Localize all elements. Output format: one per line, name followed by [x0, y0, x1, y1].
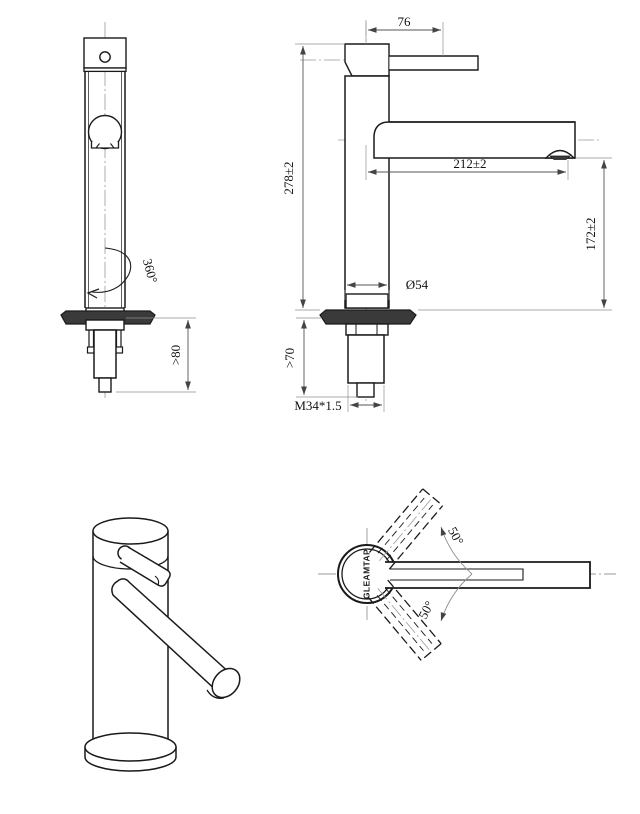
angle-arc-lower-50 — [440, 573, 473, 622]
iso-spout-underside — [206, 689, 225, 699]
dim-gt70-label: >70 — [282, 348, 297, 368]
dim-76-label: 76 — [398, 14, 412, 29]
front-threaded-shank — [93, 329, 117, 379]
front-mounting-flange — [85, 319, 125, 331]
iso-spout-end-face — [211, 667, 241, 699]
side-handle-lever — [389, 55, 479, 71]
front-supply-tube — [98, 377, 112, 393]
dim-278-label: 278±2 — [281, 161, 296, 194]
top-spout-rotated-up — [368, 488, 444, 570]
front-view: 360° >80 — [60, 22, 196, 400]
top-spout-inner-bore — [390, 568, 524, 581]
iso-lever-arm — [119, 546, 171, 587]
top-spout-ghost-down-outline — [367, 579, 442, 661]
top-spout-ghost-down-centerline — [377, 588, 432, 653]
side-aerator-screen — [548, 155, 572, 160]
side-view: 76 278±2 212±2 172±2 Ø54 >70 M34*1.5 — [281, 14, 612, 413]
angle-arc-upper-50 — [440, 526, 473, 575]
top-spout-rotated-down — [367, 579, 442, 661]
side-threaded-shank — [347, 334, 385, 384]
side-body-column — [344, 75, 390, 309]
front-spout-base-bracket — [90, 142, 120, 149]
isometric-view — [84, 517, 241, 772]
dim-172-label: 172±2 — [583, 217, 598, 250]
dim-gt80-label: >80 — [168, 345, 183, 365]
front-cap-ring — [83, 67, 127, 73]
top-spout-ghost-up-centerline — [379, 497, 433, 562]
front-body-outline — [84, 71, 126, 308]
front-base-gasket — [60, 310, 156, 325]
side-base-gasket — [319, 309, 417, 325]
iso-base-ring-top — [84, 732, 177, 762]
front-spout-bracket-chamfers — [95, 143, 115, 149]
top-spout-center-position — [385, 561, 591, 589]
side-handle-body — [344, 43, 390, 77]
rotation-arc-upper — [104, 247, 132, 275]
front-handle-pivot-circle — [99, 51, 111, 63]
side-escutcheon-collar — [345, 293, 389, 309]
top-spout-ghost-up-bore — [377, 497, 434, 561]
side-mounting-flange — [345, 323, 389, 336]
dim-212-label: 212±2 — [453, 156, 486, 171]
side-spout-arm — [373, 121, 576, 159]
iso-lever-tip-edge — [154, 575, 160, 586]
front-body-inner-lines — [88, 71, 122, 308]
dim-360-label: 360° — [140, 257, 161, 285]
top-spout-ghost-down-bore — [376, 588, 433, 651]
dim-m34-label: M34*1.5 — [294, 398, 341, 413]
rotation-arc-lower — [91, 273, 130, 293]
iso-body-top-cap — [92, 517, 169, 545]
top-body-brand-mark: GLEAMTAP — [361, 549, 371, 599]
side-supply-tube — [356, 382, 375, 398]
dim-d54-label: Ø54 — [406, 277, 429, 292]
rotation-arrow-head — [86, 288, 100, 299]
side-flange-divisions — [355, 324, 378, 335]
